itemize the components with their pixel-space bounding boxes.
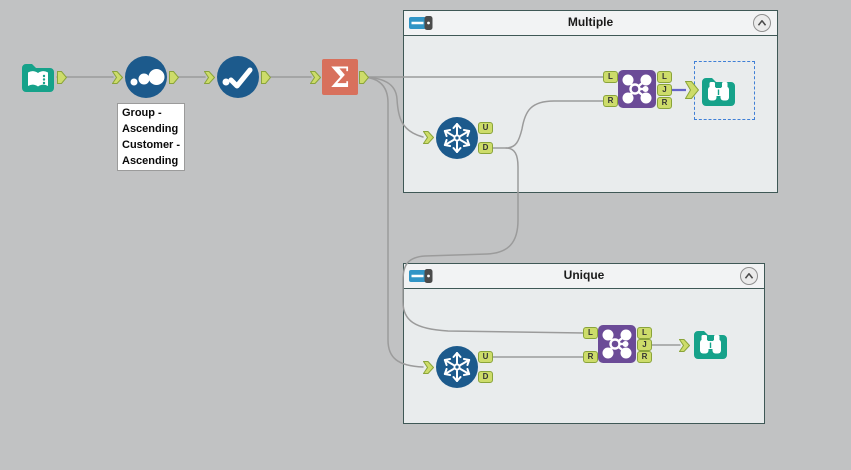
join-hub-icon [618,70,656,108]
input-anchor[interactable] [203,71,216,89]
output-anchor[interactable] [57,71,68,89]
input-anchor-selected[interactable] [684,81,700,104]
annotation-sort[interactable]: Group - Ascending Customer - Ascending [117,103,186,171]
input-anchor[interactable] [678,339,691,357]
binoculars-icon [702,78,735,106]
annotation-line: Ascending [122,123,179,135]
snowflake-icon [436,117,478,159]
container-title: Unique [563,268,605,282]
connection-unique1-D-to-join2-L[interactable] [402,147,585,334]
container-enable-toggle-icon[interactable] [409,16,434,30]
anchor-R-output[interactable]: R [637,351,652,363]
open-book-icon [22,64,54,92]
tool-summarize[interactable]: Σ [322,59,358,100]
annotation-line: Customer - [122,139,181,151]
annotation-line: Group - [122,107,162,119]
anchor-L-output[interactable]: L [637,327,652,339]
sort-dots-icon [125,56,167,98]
input-anchor[interactable] [309,71,322,89]
chevron-up-icon [744,273,754,279]
input-anchor[interactable] [111,71,124,89]
collapse-button[interactable] [753,14,771,32]
container-enable-toggle-icon[interactable] [409,269,434,283]
anchor-D[interactable]: D [478,142,493,154]
input-anchor[interactable] [422,361,435,379]
anchor-J-output[interactable]: J [637,339,652,351]
tool-input-data[interactable] [20,59,56,100]
tool-join-1[interactable] [618,70,656,113]
snowflake-icon [436,346,478,388]
tool-browse-1[interactable] [700,72,737,115]
sigma-icon: Σ [322,59,358,95]
connection-summarize-to-unique2[interactable] [359,76,424,368]
anchor-R-output[interactable]: R [657,97,672,109]
anchor-L-input[interactable]: L [583,327,598,339]
anchor-U[interactable]: U [478,122,493,134]
join-hub-icon [598,325,636,363]
anchor-L-output[interactable]: L [657,71,672,83]
output-anchor[interactable] [359,71,370,89]
tool-unique-1[interactable] [435,116,479,165]
tool-join-2[interactable] [598,325,636,368]
anchor-R-input[interactable]: R [583,351,598,363]
output-anchor[interactable] [169,71,180,89]
container-title: Multiple [567,15,614,29]
output-anchor[interactable] [261,71,272,89]
container-unique-header[interactable]: Unique [404,264,764,289]
anchor-J-output[interactable]: J [657,84,672,96]
annotation-line: Ascending [122,155,179,167]
dot-checkmark-icon [217,56,259,98]
tool-select[interactable] [216,55,260,104]
tool-sort[interactable] [124,55,168,104]
binoculars-icon [694,331,727,359]
sigma-glyph: Σ [330,61,350,94]
connection-unique1-D-to-join1-R[interactable] [492,100,605,149]
input-anchor[interactable] [422,131,435,149]
anchor-U[interactable]: U [478,351,493,363]
tool-unique-2[interactable] [435,345,479,394]
connection-summarize-to-unique1[interactable] [359,76,424,138]
tool-browse-2[interactable] [692,325,729,368]
container-multiple-header[interactable]: Multiple [404,11,777,36]
anchor-L-input[interactable]: L [603,71,618,83]
collapse-button[interactable] [740,267,758,285]
anchor-D[interactable]: D [478,371,493,383]
anchor-R-input[interactable]: R [603,95,618,107]
chevron-up-icon [757,20,767,26]
